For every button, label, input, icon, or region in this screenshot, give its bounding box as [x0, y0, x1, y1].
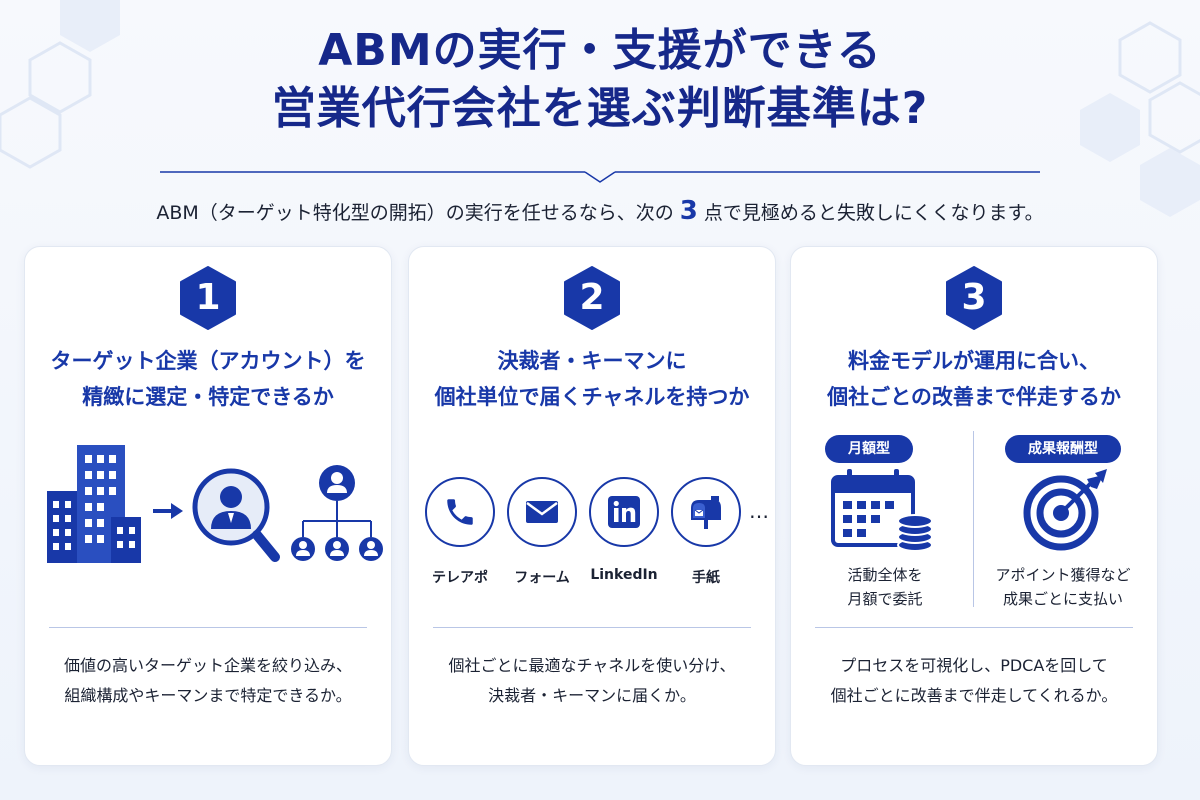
card-title: 決裁者・キーマンに 個社単位で届くチャネルを持つか [409, 343, 775, 415]
page-title: ABMの実行・支援ができる 営業代行会社を選ぶ判断基準は? [0, 22, 1200, 138]
mailbox-icon [691, 496, 721, 529]
card-description: 個社ごとに最適なチャネルを使い分け、 決裁者・キーマンに届くか。 [409, 651, 775, 711]
card-title: 料金モデルが運用に合い、 個社ごとの改善まで伴走するか [791, 343, 1157, 415]
card-number-badge: 2 [562, 265, 622, 331]
channel-label: フォーム [514, 570, 570, 586]
card-divider [49, 627, 367, 628]
channel-label: 手紙 [692, 570, 720, 586]
target-icon [1023, 469, 1107, 551]
criteria-card-2: 2 決裁者・キーマンに 個社単位で届くチャネルを持つか テレアポ フォーム [408, 246, 776, 766]
phone-icon [447, 499, 473, 525]
card-number-badge: 3 [944, 265, 1004, 331]
card-title: ターゲット企業（アカウント）を 精緻に選定・特定できるか [25, 343, 391, 415]
card-description: プロセスを可視化し、PDCAを回して 個社ごとに改善まで伴走してくれるか。 [791, 651, 1157, 711]
channel-label: テレアポ [432, 570, 488, 586]
card-title-line: ターゲット企業（アカウント）を [50, 349, 366, 373]
channel-label: LinkedIn [590, 567, 658, 583]
model-text-monthly: 活動全体を 月額で委託 [815, 563, 955, 611]
org-chart-icon [291, 465, 383, 561]
channel-linkedin: LinkedIn [587, 477, 661, 583]
mail-icon [526, 501, 558, 523]
model-divider [973, 431, 974, 607]
buildings-icon [47, 445, 141, 563]
card-desc-line: 価値の高いターゲット企業を絞り込み、 [63, 656, 352, 675]
card-desc-line: プロセスを可視化し、PDCAを回して [840, 656, 1108, 675]
model-text-line: 活動全体を [847, 566, 923, 584]
card-title-line: 決裁者・キーマンに [497, 349, 687, 373]
card-number-badge: 1 [178, 265, 238, 331]
title-line-2: 営業代行会社を選ぶ判断基準は? [271, 83, 929, 134]
subtitle-number: 3 [679, 196, 698, 226]
title-line-1: ABMの実行・支援ができる [318, 25, 882, 76]
hexagon-badge-icon [180, 266, 236, 330]
card-number: 2 [579, 277, 605, 318]
card-title-line: 料金モデルが運用に合い、 [848, 349, 1100, 373]
channel-letter: 手紙 [669, 477, 743, 587]
subtitle-before: ABM（ターゲット特化型の開拓）の実行を任せるなら、次の [156, 202, 674, 224]
calendar-coins-icon [831, 469, 933, 552]
model-badge-performance: 成果報酬型 [1005, 435, 1121, 463]
card-number: 1 [195, 277, 221, 318]
target-selection-illustration [47, 445, 383, 563]
pricing-model-illustration [831, 469, 1107, 552]
hexagon-badge-icon [564, 266, 620, 330]
card-desc-line: 決裁者・キーマンに届くか。 [488, 686, 696, 705]
card-title-line: 個社単位で届くチャネルを持つか [434, 385, 750, 409]
model-text-line: 成果ごとに支払い [1002, 590, 1123, 608]
model-text-line: 月額で委託 [847, 590, 923, 608]
card-description: 価値の高いターゲット企業を絞り込み、 組織構成やキーマンまで特定できるか。 [25, 651, 391, 711]
linkedin-icon [608, 496, 640, 528]
card-title-line: 精緻に選定・特定できるか [82, 385, 334, 409]
card-divider [815, 627, 1133, 628]
person-search-icon [192, 468, 280, 562]
title-divider [160, 171, 1040, 183]
card-desc-line: 個社ごとに改善まで伴走してくれるか。 [830, 686, 1118, 705]
subtitle-after: 点で見極めると失敗しにくくなります。 [703, 202, 1044, 224]
card-desc-line: 個社ごとに最適なチャネルを使い分け、 [448, 656, 736, 675]
channel-form: フォーム [505, 477, 579, 587]
card-divider [433, 627, 751, 628]
card-number: 3 [961, 277, 987, 318]
arrow-right-icon [153, 503, 183, 519]
model-text-performance: アポイント獲得など 成果ごとに支払い [983, 563, 1143, 611]
channel-teleapo: テレアポ [423, 477, 497, 587]
more-channels-ellipsis: … [749, 499, 770, 523]
criteria-card-1: 1 ターゲット企業（アカウント）を 精緻に選定・特定できるか [24, 246, 392, 766]
card-desc-line: 組織構成やキーマンまで特定できるか。 [64, 686, 352, 705]
model-text-line: アポイント獲得など [995, 566, 1131, 584]
hexagon-badge-icon [946, 266, 1002, 330]
model-badge-monthly: 月額型 [825, 435, 913, 463]
card-title-line: 個社ごとの改善まで伴走するか [827, 385, 1121, 409]
criteria-card-3: 3 料金モデルが運用に合い、 個社ごとの改善まで伴走するか 月額型 成果報酬型 [790, 246, 1158, 766]
